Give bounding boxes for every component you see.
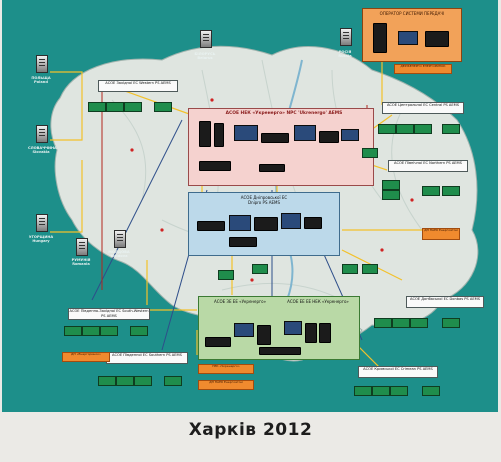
substation-box (422, 186, 440, 196)
substation-box (422, 386, 440, 396)
substation-box (124, 102, 142, 112)
substation-box (134, 376, 152, 386)
laptop-icon (398, 31, 418, 45)
server-icon (305, 323, 317, 343)
switch-icon (199, 161, 231, 171)
donbas-ps-header: АСОЕ Донбаської ЕС Donbas PS AEMS (406, 296, 484, 308)
monitor-icon (234, 125, 258, 141)
server-icon (340, 28, 352, 46)
switch-icon (259, 347, 301, 355)
server-icon (36, 214, 48, 232)
substation-box (154, 102, 172, 112)
monitor-icon (284, 321, 302, 335)
router-icon (261, 133, 289, 143)
substation-box (362, 264, 378, 274)
central-ps-header: АСОЕ Центральної ЕС Central PS AEMS (382, 102, 464, 114)
southern-ps-header: АСОЕ Південної ЕС Southern PS AEMS (106, 352, 188, 364)
substation-box (374, 318, 392, 328)
substation-box (98, 376, 116, 386)
printer-icon (319, 131, 339, 143)
footer-caption: Харків 2012 (188, 420, 313, 440)
server-icon (36, 125, 48, 143)
substation-box (442, 318, 460, 328)
switch-icon (205, 337, 231, 347)
server-rack-icon (199, 121, 211, 147)
substation-box (106, 102, 124, 112)
orange-tag: ДП НАЕК Енергоатом (422, 228, 460, 240)
substation-box (410, 318, 428, 328)
south-western-ps-header: АСОЕ Південно-Західної ЕС South-Western … (68, 308, 150, 320)
substation-box (130, 326, 148, 336)
city-dots (130, 98, 414, 352)
southern-group-title-left: АСОЕ ЗЕ ЕЕ «Укренерго» (213, 299, 267, 304)
monitor-icon (229, 215, 251, 231)
substation-box (218, 270, 234, 280)
substation-box (414, 124, 432, 134)
country-label-russia: РОСІЯ Russia (338, 50, 352, 58)
substation-box (382, 190, 400, 200)
server-tower-icon (214, 123, 224, 147)
server-icon (257, 325, 271, 345)
server-icon (36, 55, 48, 73)
substation-box (396, 124, 414, 134)
country-label-poland: ПОЛЬЩА Poland (31, 76, 51, 84)
country-label-romania: РУМУНІЯ Romania (71, 258, 91, 266)
country-label-belarus: БІЛОРУСЬ Belarus (194, 52, 216, 60)
substation-box (378, 124, 396, 134)
northern-ps-header: АСОЕ Північної ЕС Northern PS AEMS (388, 160, 468, 172)
substation-box (164, 376, 182, 386)
substation-box (100, 326, 118, 336)
switch-icon (197, 221, 225, 231)
substation-box (64, 326, 82, 336)
substation-box (372, 386, 390, 396)
crimean-ps-header: АСОЕ Кримської ЕС Crimean PS AEMS (358, 366, 438, 378)
printer-icon (425, 31, 449, 47)
operator-panel: ОПЕРАТОР СИСТЕМИ ПЕРЕДАЧІ (362, 8, 462, 62)
server-icon (200, 30, 212, 48)
substation-box (390, 386, 408, 396)
orange-tag: ДП НАЕК Енергоатом (198, 380, 254, 390)
laptop-icon (341, 129, 359, 141)
monitor-icon (281, 213, 301, 229)
substation-box (82, 326, 100, 336)
monitor-icon (234, 323, 254, 337)
server-icon (254, 217, 278, 231)
server-icon (114, 230, 126, 248)
server-icon (319, 323, 331, 343)
central-aems-panel: АСОЕ НЕК «Укренерго» NPC 'Ukrenergo' AEM… (188, 108, 374, 186)
orange-tag: ДЕРЖЕНЕРГО ЕНЕРГОРИНОК (394, 64, 452, 74)
dnipro-aems-title: АСОЕ Дніпровської ЕС Dnipro PS AEMS (240, 195, 288, 205)
substation-box (252, 264, 268, 274)
southern-group-title-right: АСОЕ ЕЕ ЕЕ НЕК «Укренерго» (287, 299, 349, 304)
orange-tag: НЕК «Укренерго» (198, 364, 254, 374)
substation-box (354, 386, 372, 396)
substation-box (88, 102, 106, 112)
operator-panel-title: ОПЕРАТОР СИСТЕМИ ПЕРЕДАЧІ (379, 11, 445, 16)
substation-box (442, 186, 460, 196)
substation-box (382, 180, 400, 190)
server-icon (373, 23, 387, 53)
server-icon (76, 238, 88, 256)
printer-icon (304, 217, 322, 229)
southern-group-panel: АСОЕ ЗЕ ЕЕ «Укренерго» АСОЕ ЕЕ ЕЕ НЕК «У… (198, 296, 360, 360)
router-icon (229, 237, 257, 247)
central-aems-title: АСОЕ НЕК «Укренерго» NPC 'Ukrenergo' AEM… (225, 111, 343, 116)
substation-box (342, 264, 358, 274)
country-label-hungary: УГОРЩИНА Hungary (28, 235, 54, 243)
substation-box (362, 148, 378, 158)
poster-board: АСОЕ НЕК «Укренерго» NPC 'Ukrenergo' AEM… (2, 0, 498, 412)
dnipro-aems-panel: АСОЕ Дніпровської ЕС Dnipro PS AEMS (188, 192, 340, 256)
monitor-icon (294, 125, 316, 141)
switch-icon (259, 164, 285, 172)
country-label-moldova: МОЛДОВА Moldova (108, 250, 130, 258)
substation-box (116, 376, 134, 386)
western-ps-header: АСОЕ Західної ЕС Western PS AEMS (98, 80, 178, 92)
substation-box (442, 124, 460, 134)
country-label-slovakia: СЛОВАЧЧИНА Slovakia (28, 146, 57, 154)
substation-box (392, 318, 410, 328)
orange-tag: ДП «Енергоринок» (62, 352, 110, 362)
